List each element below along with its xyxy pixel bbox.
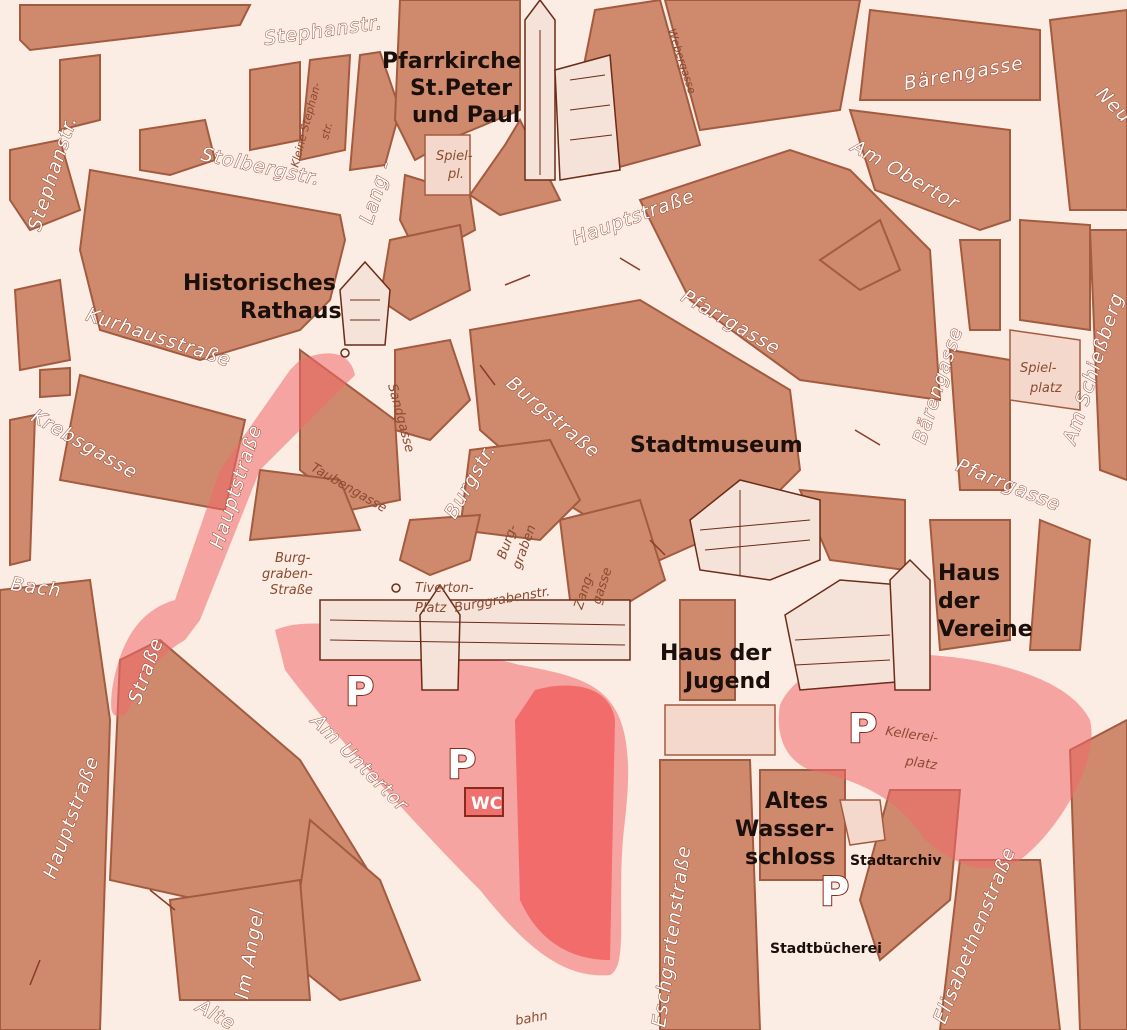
rathaus-label-2: Rathaus <box>240 299 342 324</box>
wasserschloss-label-3: schloss <box>745 845 836 870</box>
wc-icon[interactable]: WC <box>464 787 504 817</box>
street-kellereiplatz-2: platz <box>903 754 939 774</box>
church-icon <box>524 0 621 181</box>
vereine-label-3: Vereine <box>938 617 1033 642</box>
spielplatz-right-2: platz <box>1029 381 1063 396</box>
highlight-areas <box>111 353 1092 976</box>
street-burggrabenstrasse-2: graben- <box>262 567 313 582</box>
street-kellereiplatz-1: Kellerei- <box>884 724 939 746</box>
spielpl-church-1: Spiel- <box>436 149 473 164</box>
spielpl-church-2: pl. <box>447 167 464 182</box>
vereine-label-1: Haus <box>938 561 1000 586</box>
church-label-2: St.Peter <box>410 76 512 101</box>
stadtmuseum-label: Stadtmuseum <box>630 433 803 458</box>
wasserschloss-label-2: Wasser- <box>735 817 834 842</box>
street-arrows <box>29 257 881 986</box>
vereine-label-2: der <box>938 589 980 614</box>
church-label-1: Pfarrkirche <box>382 49 521 74</box>
parking-icon[interactable]: P <box>819 868 850 916</box>
rathaus-label-1: Historisches <box>183 271 336 296</box>
street-kleine-stephanstr-2: str. <box>318 121 335 141</box>
parking-icon[interactable]: P <box>446 741 477 789</box>
rathaus-icon <box>339 260 391 358</box>
vereine-building-icon <box>784 558 931 691</box>
street-tiverton-1: Tiverton- <box>415 581 474 596</box>
highlight-kellereiplatz <box>778 653 1092 869</box>
street-burggrabenstrasse-1: Burg- <box>275 551 311 566</box>
castle-tower-icon <box>319 583 631 691</box>
parking-markers[interactable]: P P P P <box>344 668 878 916</box>
highlight-hauptstrasse <box>111 353 355 717</box>
street-burggrabenstrasse-3: Straße <box>270 583 313 598</box>
spielplatz-right-1: Spiel- <box>1020 361 1057 376</box>
parking-icon[interactable]: P <box>344 668 375 716</box>
wc-label: WC <box>471 794 502 814</box>
parking-icon[interactable]: P <box>847 705 878 753</box>
street-tiverton-2: Platz <box>415 601 448 616</box>
wasserschloss-label-1: Altes <box>765 789 828 814</box>
highlight-parking-lot <box>515 685 615 960</box>
street-bahn: bahn <box>514 1008 549 1028</box>
landmark-labels: Pfarrkirche St.Peter und Paul Historisch… <box>183 49 1033 957</box>
jugend-label-2: Jugend <box>683 669 771 694</box>
stadtarchiv-label: Stadtarchiv <box>850 853 941 869</box>
museum-icon <box>689 479 821 581</box>
jugend-label-1: Haus der <box>660 641 771 666</box>
church-label-3: und Paul <box>412 103 520 128</box>
stadtbuecherei-label: Stadtbücherei <box>770 941 882 957</box>
